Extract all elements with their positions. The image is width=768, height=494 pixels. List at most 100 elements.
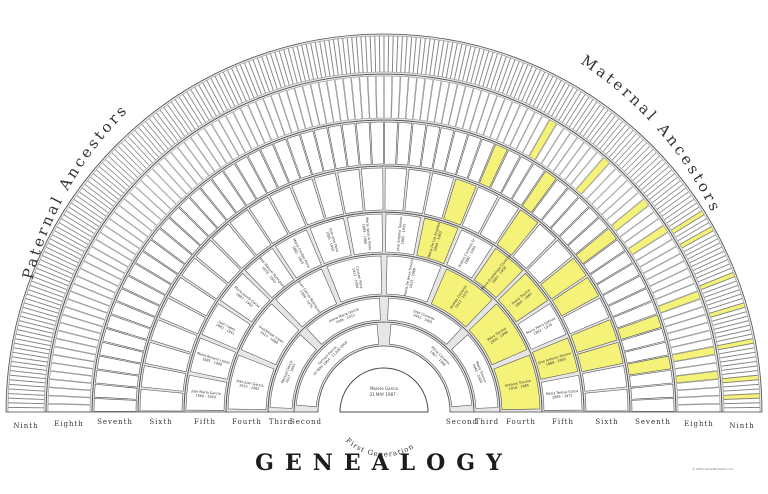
ancestor-cell[interactable]: [159, 217, 201, 255]
ancestor-cell[interactable]: [131, 130, 159, 161]
ancestor-cell[interactable]: [38, 259, 74, 279]
ancestor-cell[interactable]: [337, 168, 364, 215]
ancestor-cell[interactable]: [275, 229, 322, 279]
ancestor-cell[interactable]: [384, 35, 389, 73]
ancestor-cell[interactable]: [49, 371, 93, 384]
ancestor-cell[interactable]: [621, 328, 666, 352]
ancestor-cell[interactable]: [388, 35, 394, 73]
ancestor-cell[interactable]: [109, 211, 148, 243]
ancestor-cell[interactable]: [247, 101, 272, 144]
ancestor-cell[interactable]: [699, 272, 735, 290]
ancestor-cell[interactable]: [624, 146, 654, 175]
ancestor-cell[interactable]: [442, 41, 453, 78]
ancestor-cell[interactable]: [599, 121, 627, 152]
ancestor-cell[interactable]: [685, 238, 720, 260]
ancestor-cell[interactable]: [158, 297, 206, 335]
ancestor-cell[interactable]: [676, 379, 720, 391]
ancestor-cell[interactable]: [114, 146, 144, 175]
ancestor-cell[interactable]: [514, 64, 533, 100]
ancestor-cell[interactable]: [661, 195, 695, 220]
ancestor-cell[interactable]: [628, 225, 668, 255]
ancestor-cell[interactable]: [624, 341, 669, 364]
ancestor-cell[interactable]: [581, 365, 628, 392]
ancestor-cell[interactable]: [723, 402, 761, 408]
ancestor-cell[interactable]: [14, 338, 51, 350]
ancestor-cell[interactable]: [521, 68, 541, 104]
ancestor-cell[interactable]: [95, 232, 136, 261]
ancestor-cell[interactable]: [275, 268, 338, 328]
ancestor-cell[interactable]: [629, 369, 673, 388]
ancestor-cell[interactable]: [105, 156, 136, 184]
ancestor-cell[interactable]: [490, 149, 521, 194]
ancestor-cell[interactable]: [367, 75, 377, 119]
ancestor-cell[interactable]: [420, 124, 441, 169]
ancestor-cell[interactable]: [434, 80, 450, 124]
ancestor-cell[interactable]: [169, 207, 209, 246]
ancestor-cell[interactable]: [178, 94, 203, 128]
ancestor-cell[interactable]: [244, 61, 262, 97]
ancestor-cell[interactable]: [425, 38, 435, 76]
ancestor-cell[interactable]: [129, 186, 167, 220]
ancestor-cell[interactable]: [675, 371, 719, 384]
ancestor-cell[interactable]: [375, 75, 384, 119]
ancestor-cell[interactable]: [68, 203, 102, 227]
ancestor-cell[interactable]: [565, 94, 590, 128]
ancestor-cell[interactable]: [111, 149, 141, 178]
ancestor-cell[interactable]: [486, 53, 502, 90]
ancestor-cell[interactable]: [42, 251, 77, 271]
ancestor-cell[interactable]: [8, 393, 45, 400]
ancestor-cell[interactable]: [283, 48, 298, 85]
ancestor-cell[interactable]: [19, 316, 56, 330]
ancestor-cell[interactable]: [412, 77, 425, 121]
ancestor-cell[interactable]: [541, 128, 571, 168]
ancestor-cell[interactable]: [396, 122, 413, 166]
ancestor-cell[interactable]: [351, 36, 359, 74]
ancestor-cell[interactable]: [559, 142, 591, 181]
ancestor-cell[interactable]: [326, 79, 341, 123]
ancestor-cell[interactable]: [244, 248, 295, 299]
ancestor-cell[interactable]: [562, 297, 610, 335]
ancestor-cell[interactable]: [186, 89, 210, 123]
ancestor-cell[interactable]: [496, 101, 521, 144]
ancestor-cell[interactable]: [341, 123, 360, 167]
ancestor-cell[interactable]: [470, 48, 485, 85]
ancestor-cell[interactable]: [615, 136, 644, 166]
ancestor-cell[interactable]: [586, 168, 622, 205]
ancestor-cell[interactable]: [291, 178, 325, 226]
ancestor-cell[interactable]: [427, 79, 442, 123]
ancestor-cell[interactable]: [646, 261, 688, 287]
ancestor-cell[interactable]: [579, 104, 605, 137]
ancestor-cell[interactable]: [169, 277, 216, 317]
ancestor-cell[interactable]: [606, 192, 644, 226]
ancestor-cell[interactable]: [517, 303, 567, 350]
ancestor-cell[interactable]: [227, 354, 275, 410]
ancestor-cell[interactable]: [522, 115, 550, 157]
ancestor-cell[interactable]: [70, 283, 113, 307]
ancestor-cell[interactable]: [315, 41, 326, 78]
ancestor-cell[interactable]: [140, 174, 177, 210]
ancestor-cell[interactable]: [279, 49, 294, 86]
ancestor-cell[interactable]: [501, 156, 533, 200]
ancestor-cell[interactable]: [570, 152, 604, 190]
ancestor-cell[interactable]: [333, 38, 343, 76]
ancestor-cell[interactable]: [370, 35, 376, 73]
ancestor-cell[interactable]: [300, 130, 324, 175]
ancestor-cell[interactable]: [608, 288, 653, 317]
ancestor-cell[interactable]: [233, 108, 259, 150]
ancestor-cell[interactable]: [712, 316, 749, 330]
ancestor-cell[interactable]: [36, 263, 72, 282]
ancestor-cell[interactable]: [175, 96, 199, 130]
ancestor-cell[interactable]: [602, 124, 630, 155]
ancestor-cell[interactable]: [355, 122, 372, 166]
ancestor-cell[interactable]: [306, 297, 381, 345]
ancestor-cell[interactable]: [564, 147, 598, 185]
ancestor-cell[interactable]: [605, 127, 634, 158]
ancestor-cell[interactable]: [673, 214, 707, 238]
ancestor-cell[interactable]: [240, 104, 265, 147]
ancestor-cell[interactable]: [553, 137, 585, 176]
ancestor-cell[interactable]: [148, 115, 175, 147]
ancestor-cell[interactable]: [128, 263, 172, 295]
ancestor-cell[interactable]: [521, 170, 557, 213]
ancestor-cell[interactable]: [658, 291, 701, 313]
ancestor-cell[interactable]: [294, 85, 313, 129]
